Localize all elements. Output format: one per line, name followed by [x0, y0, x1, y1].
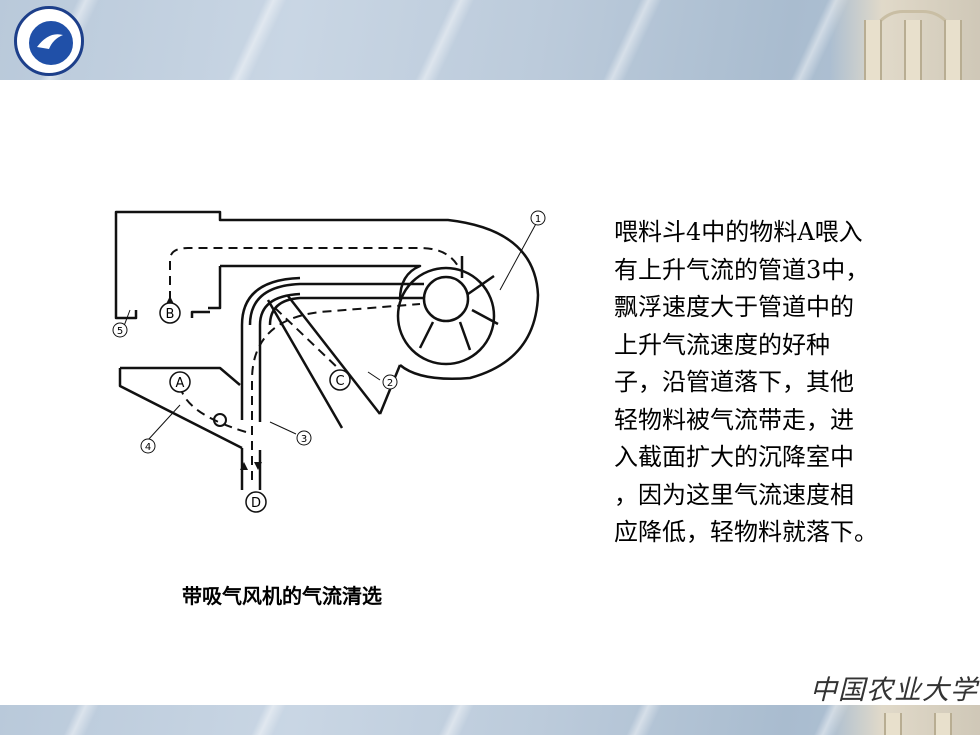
description-line: 应降低，轻物料就落下。	[614, 518, 878, 546]
description-line: 入截面扩大的沉降室中	[614, 443, 854, 471]
logo-emblem	[27, 19, 75, 67]
description-line: 喂料斗4中的物料A喂入	[614, 218, 863, 246]
footer-building-photo	[830, 705, 980, 735]
description-line: 有上升气流的管道3中，	[614, 255, 870, 284]
diagram-caption: 带吸气风机的气流清选	[182, 584, 382, 608]
fan-rotor	[422, 275, 470, 323]
description-line: 飘浮速度大于管道中的	[614, 293, 854, 321]
label-5: 5	[117, 326, 123, 337]
label-1: 1	[535, 214, 541, 225]
label-C: C	[335, 374, 344, 389]
description-line: 子，沿管道落下，其他	[614, 368, 854, 396]
description-line: ，因为这里气流速度相	[614, 480, 854, 509]
label-A: A	[176, 376, 185, 391]
description-text: 喂料斗4中的物料A喂入 有上升气流的管道3中， 飘浮速度大于管道中的 上升气流速…	[614, 214, 906, 552]
footer-banner	[0, 705, 980, 735]
description-line: 上升气流速度的好种	[614, 330, 830, 359]
air-separator-diagram: 1 2 3 4 5 A B C D	[112, 210, 546, 513]
vertical-pipe	[240, 276, 301, 420]
campus-gate-photo	[830, 0, 980, 80]
university-logo	[14, 6, 84, 76]
settling-chamber-wall	[114, 210, 540, 380]
label-B: B	[166, 307, 175, 322]
label-2: 2	[387, 378, 393, 389]
header-banner	[0, 0, 980, 80]
feed-hopper	[118, 368, 243, 450]
description-line: 轻物料被气流带走，进	[614, 405, 854, 434]
university-calligraphy: 中国农业大学	[810, 675, 978, 706]
label-3: 3	[301, 434, 307, 445]
fan-housing	[396, 266, 496, 366]
label-4: 4	[145, 442, 151, 453]
label-D: D	[251, 496, 261, 511]
logo-bird-icon	[37, 34, 63, 49]
